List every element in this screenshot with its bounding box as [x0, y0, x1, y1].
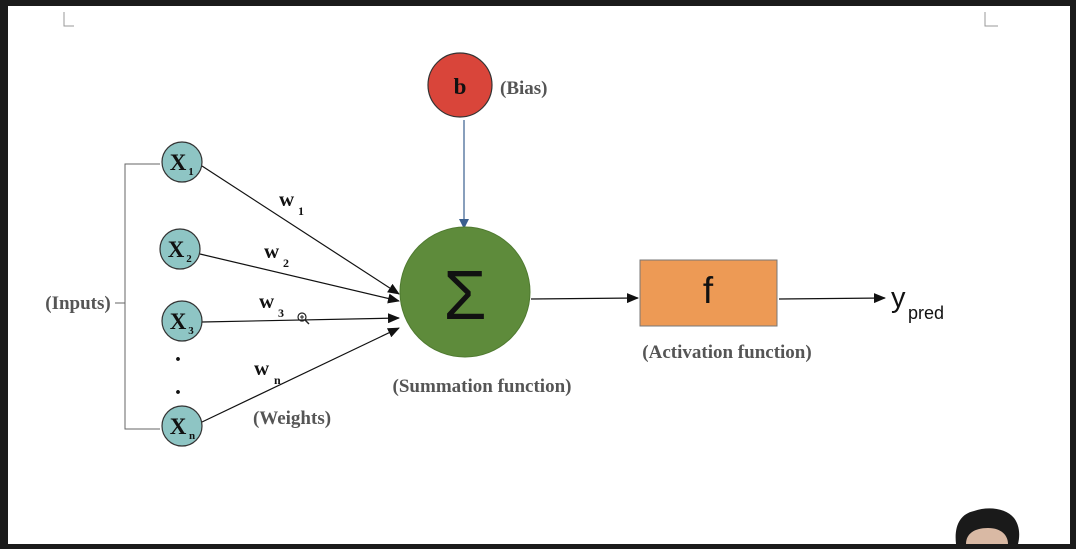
- input-node-3: X 3: [161, 300, 203, 342]
- output-subscript: pred: [908, 303, 944, 323]
- input-node-subscript: 3: [188, 325, 194, 337]
- input-node-1: X 1: [161, 141, 203, 183]
- sum-to-activation-arrow: [530, 293, 639, 304]
- summation-node: Σ: [399, 226, 531, 358]
- input-node-label: X: [170, 150, 187, 175]
- weight-symbol: w: [279, 187, 295, 211]
- perceptron-diagram: (Inputs) X 1 X 2 X 3 X n . . w 1 w 2 w 3…: [45, 12, 1020, 544]
- bias-node: b: [427, 52, 493, 118]
- input-node-label: X: [170, 309, 187, 334]
- weight-label-1: w 1: [279, 187, 304, 218]
- weight-arrow-1: [201, 165, 400, 295]
- input-node-n: X n: [161, 405, 203, 447]
- bias-symbol: b: [454, 74, 467, 99]
- output-symbol: y: [891, 282, 906, 314]
- ellipsis-dot: .: [175, 341, 181, 367]
- weights-label: (Weights): [253, 408, 331, 429]
- activation-symbol: f: [703, 270, 714, 311]
- weight-subscript: n: [274, 373, 281, 387]
- input-node-2: X 2: [159, 228, 201, 270]
- input-node-subscript: 2: [186, 253, 192, 265]
- input-node-subscript: 1: [188, 166, 194, 178]
- zoom-cursor-icon: [297, 312, 310, 325]
- weight-arrow-2: [199, 253, 400, 304]
- crop-mark-left: [63, 12, 74, 27]
- sigma-symbol: Σ: [443, 256, 486, 334]
- summation-label: (Summation function): [393, 376, 572, 397]
- weight-arrow-3: [201, 313, 400, 324]
- weight-symbol: w: [259, 289, 275, 313]
- output-label: y pred: [891, 282, 944, 323]
- weight-arrow-n: [201, 327, 400, 423]
- inputs-label: (Inputs): [45, 293, 110, 314]
- activation-to-output-arrow: [778, 293, 886, 304]
- weight-subscript: 2: [283, 256, 289, 270]
- weight-label-n: w n: [254, 356, 281, 387]
- crop-mark-right: [984, 12, 998, 27]
- ellipsis-dot: .: [175, 374, 181, 400]
- activation-box: f: [639, 259, 778, 327]
- weight-label-3: w 3: [259, 289, 284, 320]
- input-node-subscript: n: [189, 430, 195, 442]
- inputs-bracket: [124, 163, 160, 430]
- weight-subscript: 3: [278, 306, 284, 320]
- weight-subscript: 1: [298, 204, 304, 218]
- slide-canvas: (Inputs) X 1 X 2 X 3 X n . . w 1 w 2 w 3…: [8, 6, 1070, 544]
- input-node-label: X: [170, 414, 187, 439]
- bias-label: (Bias): [500, 78, 548, 99]
- input-node-label: X: [168, 237, 185, 262]
- presenter-avatar: [955, 508, 1020, 544]
- weight-label-2: w 2: [264, 239, 289, 270]
- weight-symbol: w: [264, 239, 280, 263]
- weight-symbol: w: [254, 356, 270, 380]
- activation-label: (Activation function): [642, 342, 811, 363]
